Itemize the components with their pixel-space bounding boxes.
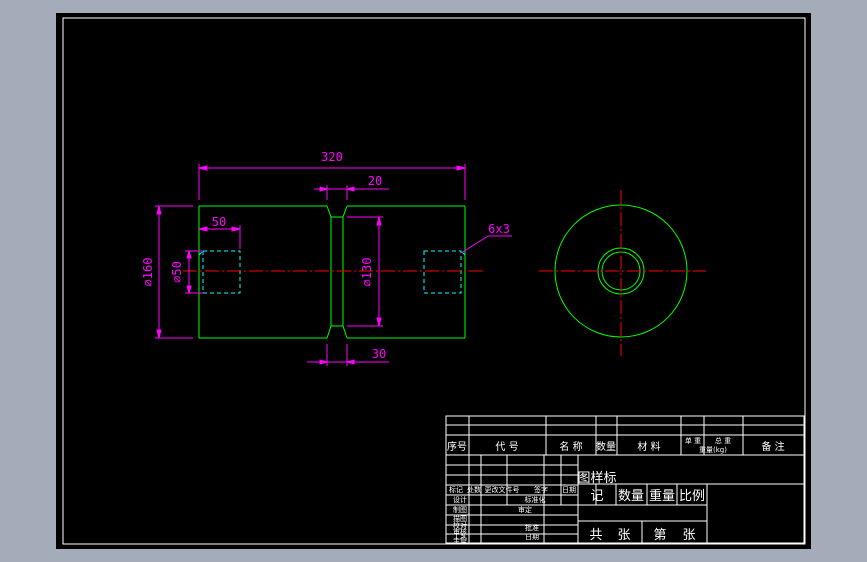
rev-sign: 签字 xyxy=(534,485,548,494)
outer-circle xyxy=(554,204,688,338)
role-date: 日期 xyxy=(525,533,539,541)
left-hidden-bore xyxy=(202,250,241,294)
hidden-bores xyxy=(198,250,466,294)
role-approve: 批准 xyxy=(525,523,539,532)
dim-text-dia-50: ∅50 xyxy=(170,261,184,283)
title-block-text: 序号 代 号 名 称 数量 材 料 单 重 总 重 重量(kg) 备 注 图样标… xyxy=(447,436,785,545)
role-review: 审核 xyxy=(453,527,467,536)
arrow xyxy=(376,317,382,327)
sheets-total: 共 xyxy=(589,528,602,543)
arrow xyxy=(376,216,382,226)
stage-mark-2: 记 xyxy=(590,489,603,504)
arrow xyxy=(198,226,208,232)
dim-text-320: 320 xyxy=(321,150,343,164)
side-view xyxy=(539,190,706,356)
title-block xyxy=(445,415,805,544)
role-standardize: 标准化 xyxy=(525,495,546,504)
prop-scale: 比例 xyxy=(679,489,705,504)
arrow xyxy=(231,226,241,232)
arrow xyxy=(156,329,162,339)
rev-date: 日期 xyxy=(562,486,576,494)
groove-left-profile xyxy=(326,205,332,339)
inner-border xyxy=(62,17,806,545)
title-block-frame xyxy=(445,415,805,544)
drawing-sheet: 320 20 50 ∅160 ∅50 ∅130 6x3 30 xyxy=(56,13,811,549)
role-approve-review: 审定 xyxy=(518,505,532,514)
chamfer-leader xyxy=(460,235,489,254)
front-view xyxy=(198,205,466,339)
dim-text-chamfer: 6x3 xyxy=(488,222,510,236)
hdr-unit-weight: 单 重 xyxy=(685,436,701,445)
prop-weight: 重量 xyxy=(649,488,675,504)
arrow xyxy=(186,285,192,295)
role-check: 校对 xyxy=(453,521,467,530)
arrow xyxy=(456,165,466,171)
dim-text-dia-160: ∅160 xyxy=(141,258,155,287)
hdr-weight-kg: 重量(kg) xyxy=(699,446,727,454)
arrow xyxy=(345,186,355,192)
arrow xyxy=(319,186,329,192)
role-draw: 制图 xyxy=(453,505,467,514)
rev-count: 处数 xyxy=(467,485,481,494)
sheet-no: 第 xyxy=(653,528,666,543)
role-design: 设计 xyxy=(453,495,467,504)
cad-drawing: 320 20 50 ∅160 ∅50 ∅130 6x3 30 xyxy=(62,17,806,545)
right-hidden-bore xyxy=(423,250,462,294)
role-trace: 描图 xyxy=(453,514,467,523)
arrow xyxy=(156,205,162,215)
stage-mark-1: 图样标 xyxy=(577,471,616,486)
arrow xyxy=(186,249,192,259)
hdr-material: 材 料 xyxy=(637,440,660,453)
hdr-code: 代 号 xyxy=(495,441,518,453)
hdr-total-weight: 总 重 xyxy=(715,436,731,445)
role-process: 工艺 xyxy=(453,533,467,541)
prop-qty: 数量 xyxy=(618,489,644,504)
sheets-total-unit: 张 xyxy=(617,528,630,543)
arrow xyxy=(319,359,329,365)
hdr-name: 名 称 xyxy=(559,440,582,453)
arrow xyxy=(198,165,208,171)
dimension-lines xyxy=(155,164,512,366)
hdr-remarks: 备 注 xyxy=(761,440,784,453)
dim-text-50: 50 xyxy=(212,215,226,229)
groove-right-profile xyxy=(342,205,348,339)
left-bore-chamfer xyxy=(198,250,204,256)
role-supervisor: 主管 xyxy=(453,536,467,545)
dim-text-30: 30 xyxy=(372,347,386,361)
hdr-no: 序号 xyxy=(447,440,467,453)
dimension-texts: 320 20 50 ∅160 ∅50 ∅130 6x3 30 xyxy=(141,150,510,361)
dim-text-dia-130: ∅130 xyxy=(360,258,374,287)
rev-mark: 标记 xyxy=(449,485,463,494)
rev-doc: 更改文件号 xyxy=(485,485,520,494)
right-bore-chamfer xyxy=(460,250,466,256)
arrow xyxy=(345,359,355,365)
hdr-qty: 数量 xyxy=(596,440,616,453)
sheet-no-unit: 张 xyxy=(682,528,695,543)
dim-text-20: 20 xyxy=(368,174,382,188)
